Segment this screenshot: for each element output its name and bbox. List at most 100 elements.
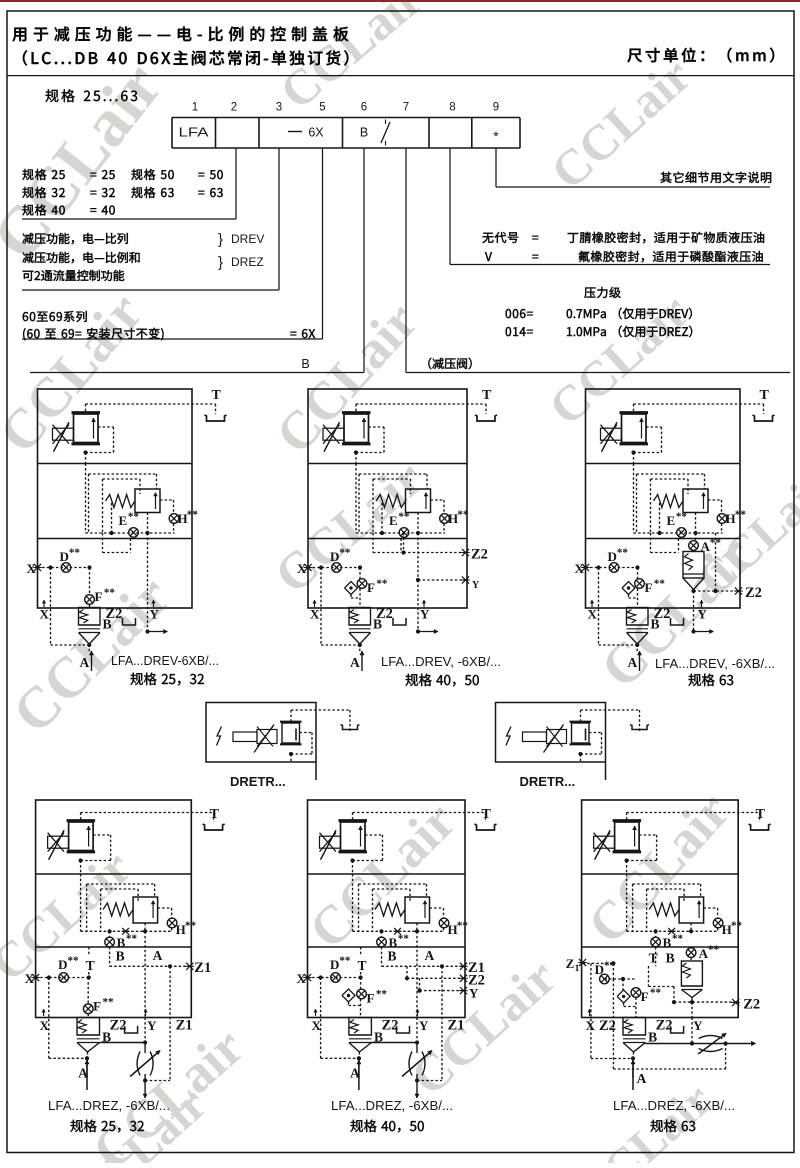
svg-text:F: F [95,589,103,604]
svg-text:B: B [388,949,397,964]
svg-text:X: X [310,607,320,622]
svg-text:T: T [86,958,95,973]
svg-text:}: } [218,231,223,248]
svg-text:Z2: Z2 [471,547,488,563]
svg-text:A: A [80,655,90,670]
svg-text:F: F [367,580,375,595]
svg-text:B: B [103,617,112,632]
svg-text:E: E [667,513,676,528]
svg-text:X: X [40,607,50,622]
svg-text:Z2: Z2 [745,585,762,601]
svg-text:**: ** [68,955,80,967]
svg-text:A: A [628,655,638,670]
svg-text:F: F [641,989,649,1004]
svg-text:A: A [699,946,709,961]
svg-text:**: ** [128,511,140,523]
svg-text:Z2: Z2 [382,1018,399,1034]
svg-text:DREV: DREV [231,232,264,246]
svg-text:A: A [78,1066,88,1081]
svg-text:LFA...DREV, -6XB/...: LFA...DREV, -6XB/... [655,656,775,671]
svg-text:Y: Y [698,607,708,622]
svg-text:H: H [448,922,458,937]
svg-text:**: ** [398,933,410,945]
svg-text:H: H [178,511,188,526]
svg-text:B: B [663,935,672,950]
svg-text:H: H [726,511,736,526]
svg-text:Z2: Z2 [654,606,671,622]
svg-text:**: ** [398,511,410,523]
svg-text:T: T [756,807,766,822]
svg-text:B: B [102,1030,111,1045]
svg-text:9: 9 [493,102,499,114]
svg-text:LFA...DREV, -6XB/...: LFA...DREV, -6XB/... [381,654,501,669]
svg-text:X: X [575,561,585,576]
svg-text:**: ** [69,547,81,559]
svg-text:T: T [760,388,770,403]
svg-text:X: X [25,971,35,986]
svg-text:Y: Y [693,1018,703,1033]
svg-text:B: B [360,126,368,140]
svg-text:**: ** [187,509,199,521]
svg-text:**: ** [708,944,720,956]
svg-text:Z1: Z1 [448,1018,465,1034]
svg-text:B: B [648,1030,657,1045]
svg-text:}: } [218,254,223,271]
svg-text:X: X [588,607,598,622]
svg-text:**: ** [457,920,469,932]
svg-text:Z2: Z2 [599,1018,616,1034]
svg-text:X: X [27,561,37,576]
svg-text:B: B [651,617,660,632]
svg-text:A: A [701,539,711,554]
svg-text:Y: Y [150,607,160,622]
svg-text:6: 6 [361,102,367,114]
svg-text:A: A [350,655,360,670]
svg-text:Z2: Z2 [106,606,123,622]
svg-text:Y: Y [469,986,479,1001]
svg-text:D: D [60,549,69,564]
svg-text:6X: 6X [308,126,324,140]
svg-text:LFA...DREZ, -6XB/...: LFA...DREZ, -6XB/... [613,1098,735,1113]
svg-text:F: F [645,580,653,595]
svg-text:**: ** [676,511,688,523]
svg-text:T: T [649,951,658,966]
svg-text:8: 8 [449,102,455,114]
svg-text:*: * [493,128,499,144]
svg-text:T: T [210,807,220,822]
svg-text:E: E [389,513,398,528]
svg-text:**: ** [457,509,469,521]
svg-text:Z2: Z2 [110,1018,127,1034]
svg-text:Y: Y [472,580,480,591]
svg-text:Y: Y [420,607,430,622]
svg-text:B: B [373,617,382,632]
svg-text:X: X [586,1018,596,1033]
svg-text:LFA: LFA [179,126,210,140]
svg-text:X: X [40,1018,50,1033]
svg-text:T: T [358,958,367,973]
svg-text:A: A [153,948,163,963]
svg-text:H: H [448,511,458,526]
svg-text:7: 7 [403,102,409,114]
svg-text:DRETR...: DRETR... [230,774,286,789]
svg-text:F: F [367,991,375,1006]
svg-text:**: ** [126,933,138,945]
svg-text:B: B [374,1030,383,1045]
svg-text:**: ** [376,989,388,1001]
svg-text:**: ** [104,587,116,599]
svg-text:A: A [425,948,435,963]
svg-text:Z2: Z2 [376,606,393,622]
svg-text:**: ** [339,547,351,559]
svg-text:DREZ: DREZ [231,255,264,269]
svg-text:B: B [666,951,675,966]
svg-text:Z1: Z1 [468,960,485,976]
svg-text:**: ** [185,920,197,932]
svg-text:X: X [297,971,307,986]
svg-text:B: B [389,935,398,950]
svg-text:LFA...DREV-6XB/...: LFA...DREV-6XB/... [111,653,219,668]
svg-text:**: ** [672,933,684,945]
svg-text:Z1: Z1 [194,960,211,976]
svg-text:1: 1 [192,102,198,114]
svg-text:Z2: Z2 [743,997,760,1013]
svg-text:**: ** [617,547,629,559]
svg-text:F: F [93,999,101,1014]
svg-text:D: D [608,549,617,564]
